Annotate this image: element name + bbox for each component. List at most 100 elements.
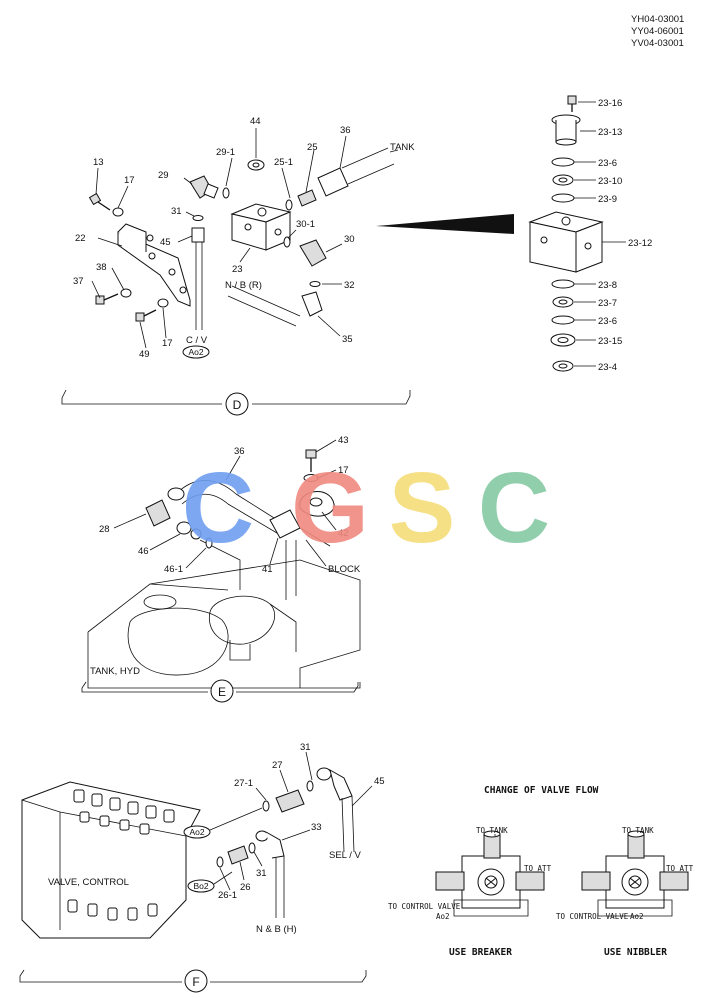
control-valve-body — [21, 781, 201, 939]
leader-lines — [574, 101, 626, 367]
section-d-drawing: D 13 17 29 31 22 45 38 37 49 17 44 29-1 … — [61, 116, 514, 416]
part-number: 38 — [96, 262, 107, 273]
o-ring — [248, 842, 256, 854]
part-number: 45 — [160, 237, 171, 248]
bolt-13 — [88, 192, 111, 211]
straight-fitting — [227, 845, 249, 865]
watermark: C G S C — [182, 452, 550, 564]
screw — [567, 95, 577, 105]
part-number: 46-1 — [164, 564, 183, 575]
part-number: 37 — [73, 276, 84, 287]
port-tag — [183, 825, 211, 839]
hose-line — [341, 797, 345, 853]
section-frame — [210, 970, 367, 983]
hose-line — [231, 285, 301, 317]
section-f-drawing: VALVE, CONTROL Ao2 Bo2 — [19, 742, 385, 993]
section-e-drawing: 36 43 17 42 28 46 46-1 41 BLOCK TANK, HY… — [81, 435, 361, 703]
part-number: 23-15 — [598, 336, 622, 347]
part-number: 23 — [232, 264, 243, 275]
valve-label: VALVE, CONTROL — [48, 877, 129, 888]
hose-end — [317, 167, 349, 197]
section-frame — [61, 389, 222, 405]
watermark-letter: C — [182, 452, 254, 564]
bracket-part — [117, 231, 191, 307]
section-marker — [210, 679, 234, 703]
hose-line — [227, 295, 297, 327]
section-frame — [236, 682, 359, 693]
part-number: 27-1 — [234, 778, 253, 789]
tank-label: TANK — [390, 142, 415, 153]
part-number: 22 — [75, 233, 86, 244]
hose-fitting — [191, 227, 205, 243]
fitting — [176, 521, 192, 535]
part-number: 23-12 — [628, 238, 652, 249]
washer — [157, 298, 169, 308]
part-number: 41 — [262, 564, 273, 575]
tank-port — [127, 607, 229, 676]
part-number: 32 — [344, 280, 355, 291]
bracket-flange — [117, 223, 147, 252]
sel-label: SEL / V — [329, 850, 362, 861]
part-number: 23-16 — [598, 98, 622, 109]
o-ring — [309, 281, 321, 287]
bolt-hole — [168, 268, 176, 276]
tank-outline — [87, 632, 361, 689]
to-control-label: TO CONTROL VALVE — [556, 912, 629, 921]
hose-line — [175, 480, 291, 529]
document-codes: YH04-03001 YY04-06001 YV04-03001 — [631, 14, 684, 49]
part-number: 35 — [342, 334, 353, 345]
part-number: 23-6 — [598, 316, 617, 327]
nibbler-caption: USE NIBBLER — [604, 947, 667, 958]
nb-label: N & B (H) — [256, 924, 297, 935]
bolt-49 — [135, 309, 157, 322]
to-att-label: TO ATT — [666, 864, 694, 873]
to-tank-label: TO TANK — [622, 826, 654, 835]
bolt-hole — [179, 286, 187, 294]
part-number: 25-1 — [274, 157, 293, 168]
hose-line — [347, 163, 395, 185]
part-number: 23-9 — [598, 194, 617, 205]
section-label: E — [218, 685, 226, 699]
part-number: 17 — [124, 175, 135, 186]
part-number: 23-13 — [598, 127, 622, 138]
o-ring — [192, 215, 204, 221]
nb-label: N / B (R) — [225, 280, 262, 291]
o-ring — [205, 537, 213, 549]
valve-bosses — [67, 789, 175, 921]
leader-lines — [113, 439, 337, 569]
part-number: 17 — [338, 465, 349, 476]
hose-elbow — [301, 291, 323, 317]
hose-elbow — [316, 767, 332, 781]
part-number: 45 — [374, 776, 385, 787]
bolt-hole — [148, 252, 156, 260]
part-number: 30 — [344, 234, 355, 245]
breaker-caption: USE BREAKER — [449, 947, 512, 958]
part-number: 26-1 — [218, 890, 237, 901]
tank-label: TANK, HYD — [90, 666, 140, 677]
port-tag — [182, 345, 210, 359]
part-number: 49 — [139, 349, 150, 360]
washer — [120, 288, 132, 298]
part-number: 33 — [311, 822, 322, 833]
elbow-outlet — [203, 183, 219, 199]
exploded-view: 23-16 23-13 23-6 23-10 23-9 23-12 23-8 2… — [528, 95, 652, 373]
part-number: 43 — [338, 435, 349, 446]
part-number: 29-1 — [216, 147, 235, 158]
o-ring — [285, 199, 293, 211]
section-frame — [252, 390, 411, 405]
o-ring — [551, 279, 575, 289]
part-number: 46 — [138, 546, 149, 557]
port-tag — [187, 879, 215, 893]
o-ring — [551, 193, 575, 203]
part-number: 23-4 — [598, 362, 617, 373]
valve-block-23 — [230, 203, 292, 251]
bolt-37 — [95, 293, 119, 305]
section-label: D — [233, 398, 242, 412]
part-number: 36 — [340, 125, 351, 136]
port-label: Ao2 — [630, 912, 644, 921]
doc-code: YY04-06001 — [631, 26, 684, 37]
valve-unit-breaker — [435, 830, 545, 917]
watermark-letter: S — [389, 452, 456, 564]
to-control-label: TO CONTROL VALVE — [388, 902, 461, 911]
block-label: BLOCK — [328, 564, 361, 575]
